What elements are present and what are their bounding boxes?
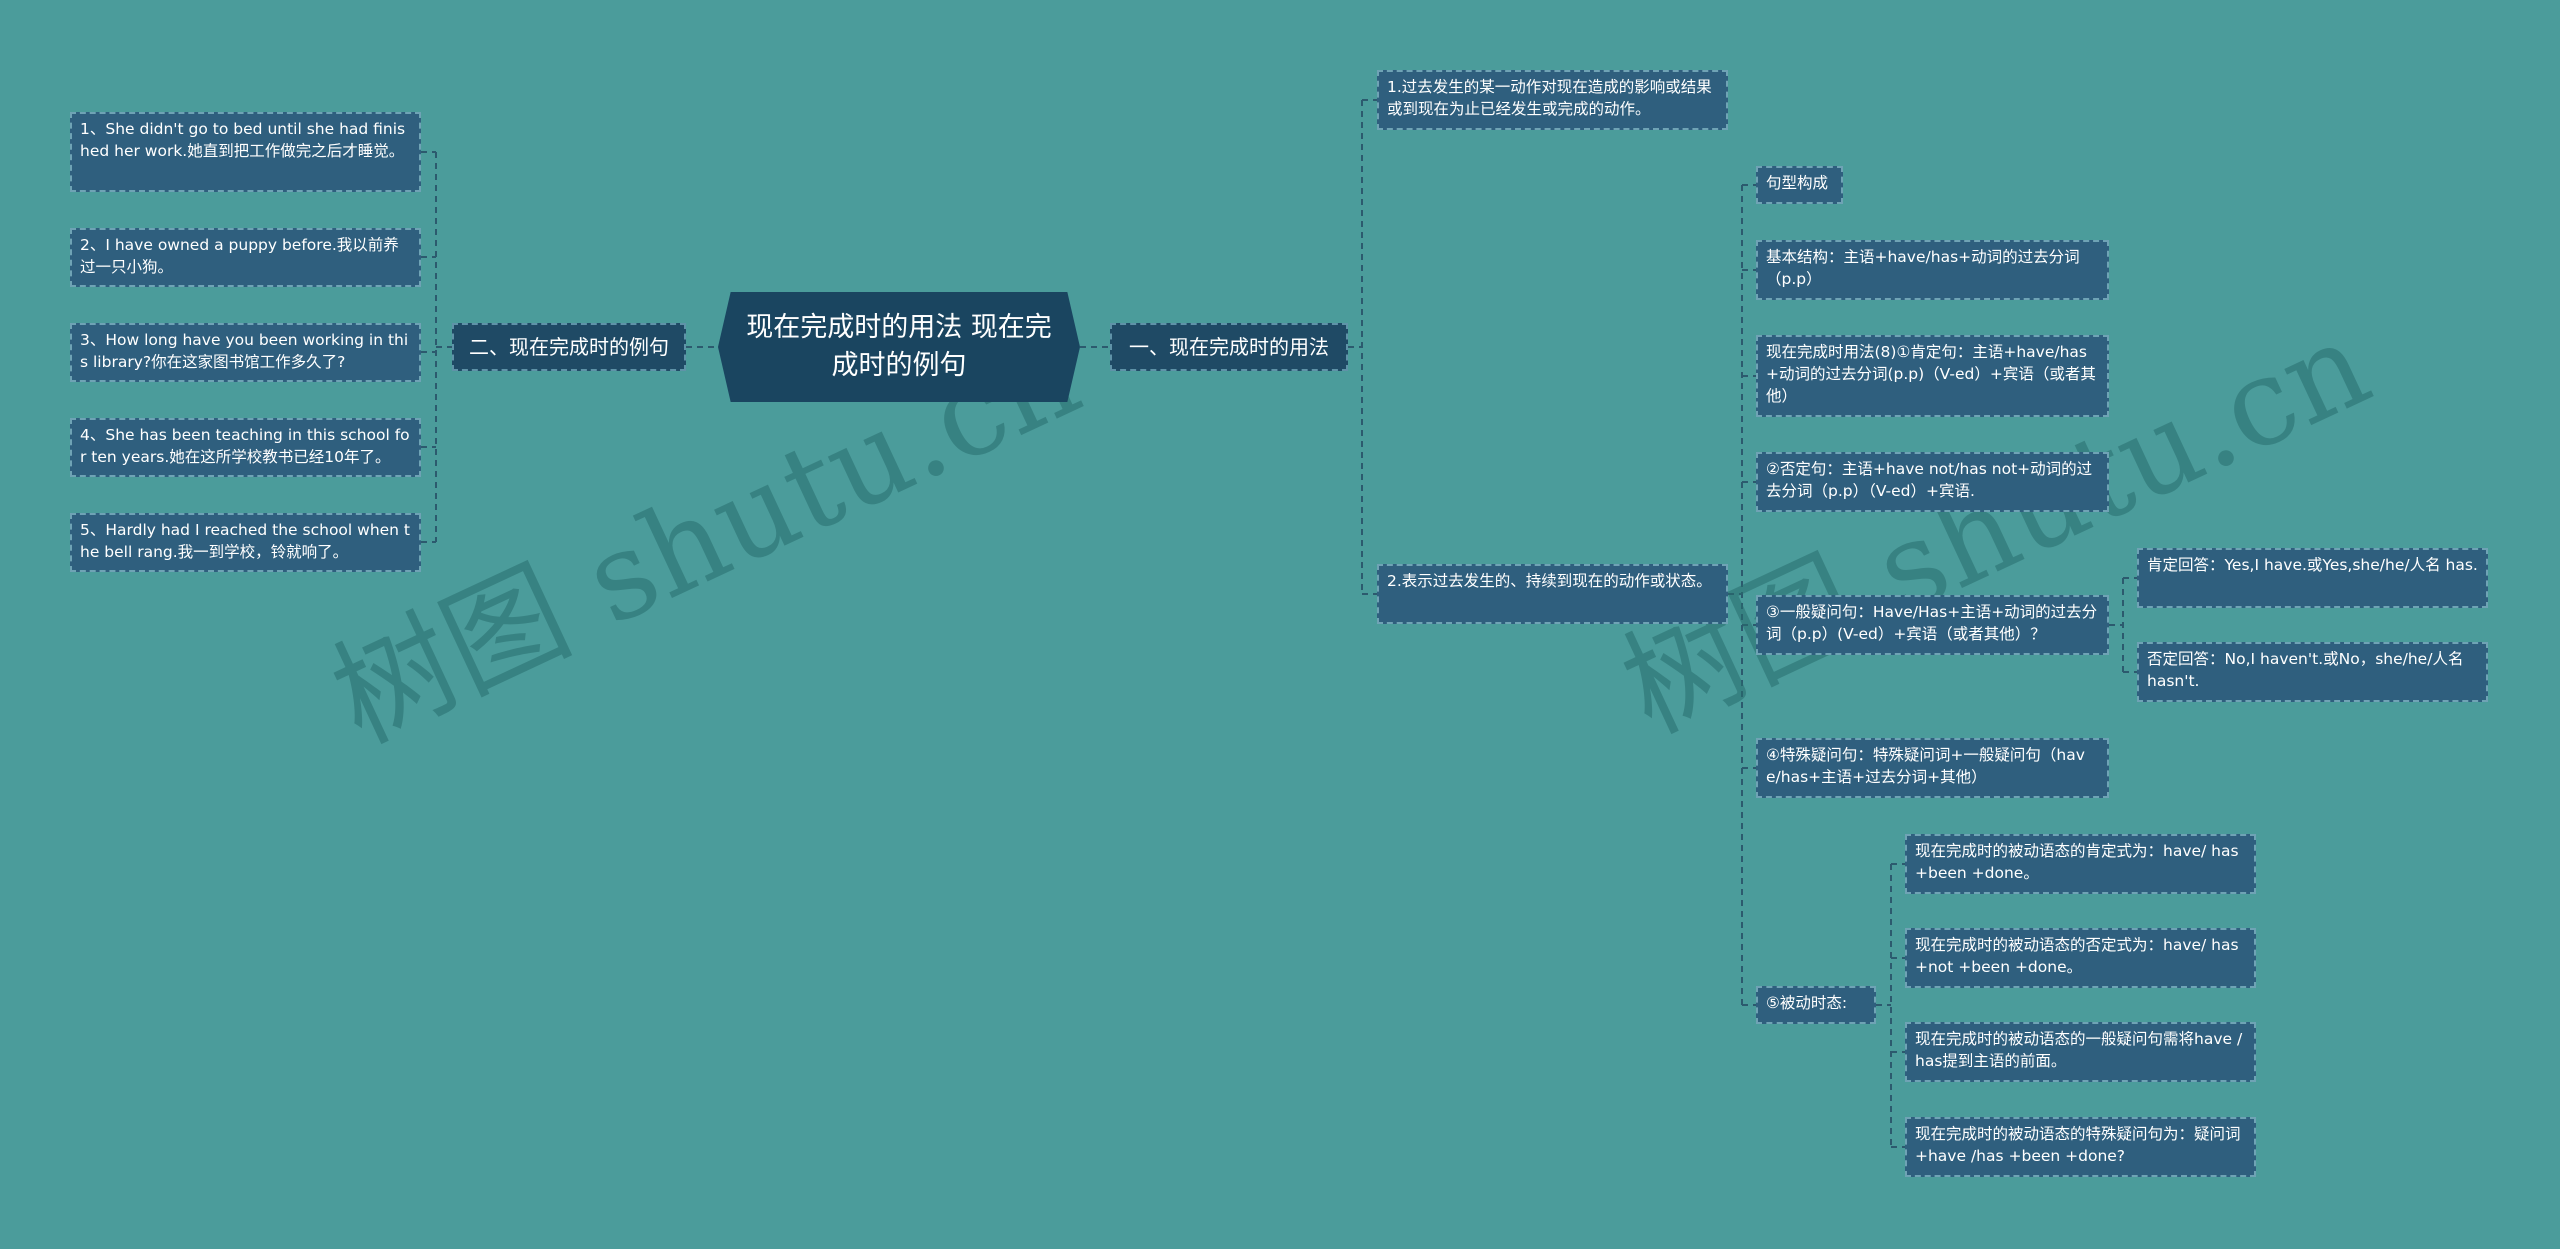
example-3[interactable]: 3、How long have you been working in this… bbox=[70, 323, 421, 382]
example-1[interactable]: 1、She didn't go to bed until she had fin… bbox=[70, 112, 421, 192]
usage-2[interactable]: 2.表示过去发生的、持续到现在的动作或状态。 bbox=[1377, 564, 1728, 624]
usage-1[interactable]: 1.过去发生的某一动作对现在造成的影响或结果或到现在为止已经发生或完成的动作。 bbox=[1377, 70, 1728, 130]
example-4[interactable]: 4、She has been teaching in this school f… bbox=[70, 418, 421, 477]
answer-yes[interactable]: 肯定回答：Yes,I have.或Yes,she/he/人名 has. bbox=[2137, 548, 2488, 608]
passive-affirmative[interactable]: 现在完成时的被动语态的肯定式为：have/ has +been +done。 bbox=[1905, 834, 2256, 894]
passive-special[interactable]: 现在完成时的被动语态的特殊疑问句为：疑问词+have /has +been +d… bbox=[1905, 1117, 2256, 1177]
example-2[interactable]: 2、I have owned a puppy before.我以前养过一只小狗。 bbox=[70, 228, 421, 287]
structure-negative[interactable]: ②否定句：主语+have not/has not+动词的过去分词（p.p）（V-… bbox=[1756, 452, 2109, 512]
branch-examples[interactable]: 二、现在完成时的例句 bbox=[452, 323, 686, 371]
passive-negative[interactable]: 现在完成时的被动语态的否定式为：have/ has +not +been +do… bbox=[1905, 928, 2256, 988]
structure-basic[interactable]: 基本结构：主语+have/has+动词的过去分词（p.p） bbox=[1756, 240, 2109, 300]
structure-title[interactable]: 句型构成 bbox=[1756, 166, 1843, 204]
answer-no[interactable]: 否定回答：No,I haven't.或No，she/he/人名 hasn't. bbox=[2137, 642, 2488, 702]
passive-title[interactable]: ⑤被动时态: bbox=[1756, 986, 1876, 1024]
structure-question[interactable]: ③一般疑问句：Have/Has+主语+动词的过去分词（p.p）(V-ed）+宾语… bbox=[1756, 595, 2109, 655]
example-5[interactable]: 5、Hardly had I reached the school when t… bbox=[70, 513, 421, 572]
root-node[interactable]: 现在完成时的用法 现在完成时的例句 bbox=[718, 292, 1080, 402]
passive-question[interactable]: 现在完成时的被动语态的一般疑问句需将have /has提到主语的前面。 bbox=[1905, 1022, 2256, 1082]
structure-special[interactable]: ④特殊疑问句：特殊疑问词+一般疑问句（have/has+主语+过去分词+其他） bbox=[1756, 738, 2109, 798]
structure-affirmative[interactable]: 现在完成时用法(8)①肯定句：主语+have/has+动词的过去分词(p.p)（… bbox=[1756, 335, 2109, 417]
branch-usage[interactable]: 一、现在完成时的用法 bbox=[1110, 323, 1348, 371]
